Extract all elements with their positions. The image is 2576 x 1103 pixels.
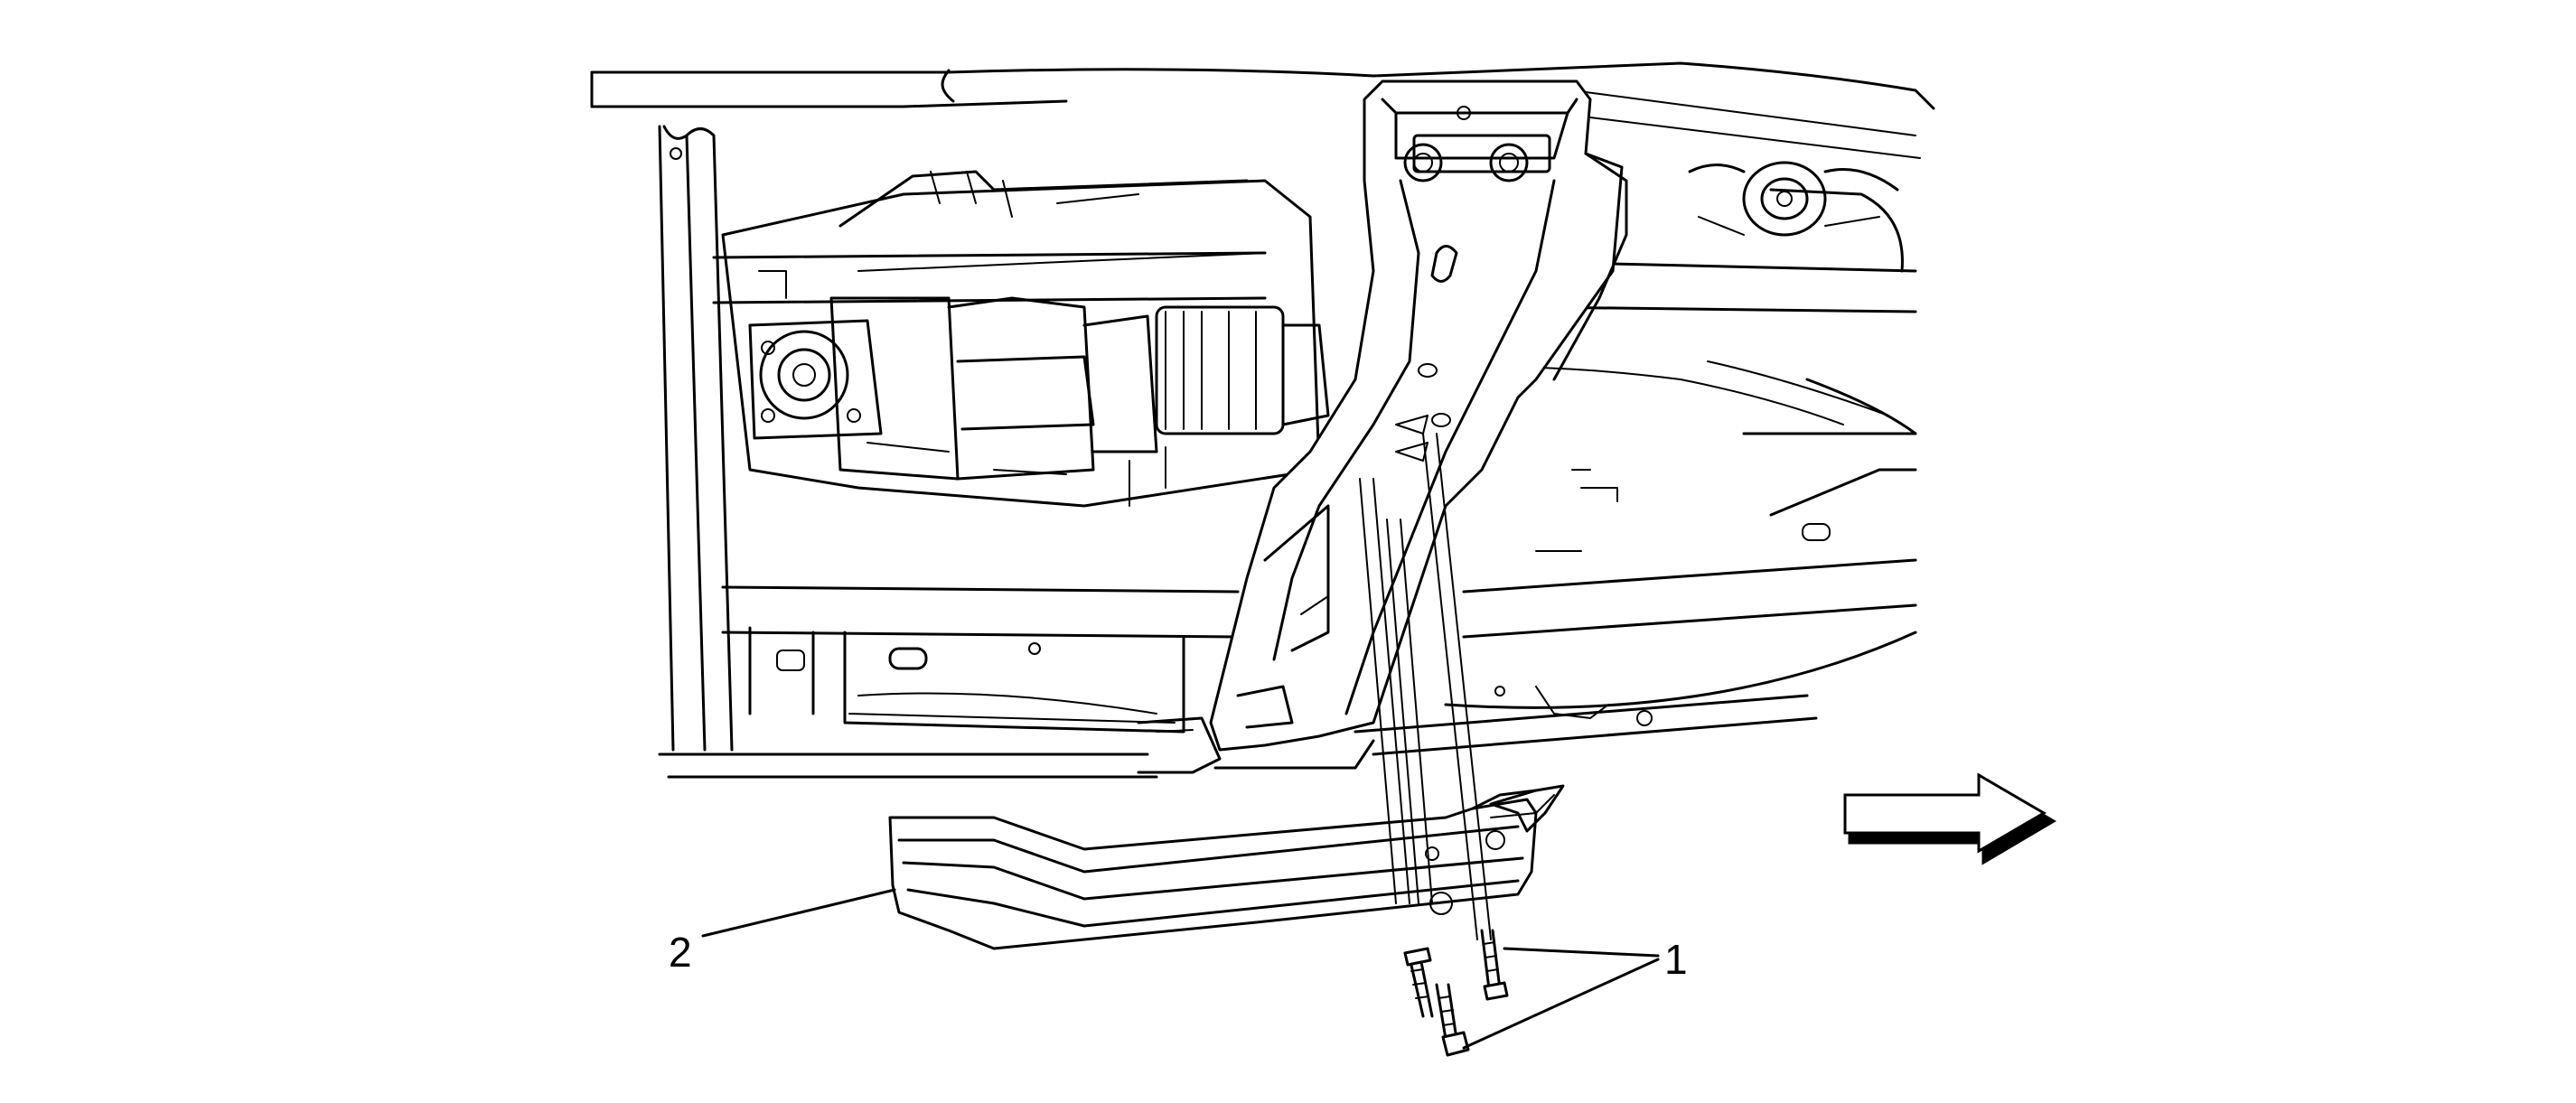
arrow-right-icon [1843, 772, 2056, 865]
crossmember-bracket [1209, 79, 1628, 752]
bolt-1c [1480, 929, 1509, 1001]
bolt-alignment-lines [1359, 433, 1492, 940]
bolt-1b [1435, 983, 1470, 1057]
callout-2: 2 [669, 888, 896, 976]
skid-plate [888, 784, 1565, 950]
transfer-case-assembly [721, 170, 1330, 508]
bracket-foot [1137, 716, 1375, 774]
callout-1-label: 1 [1664, 936, 1688, 983]
bolt-1a [1403, 947, 1434, 1018]
callout-1: 1 [1462, 936, 1688, 1050]
fastener-bolts [1403, 929, 1509, 1057]
callout-2-label: 2 [669, 929, 692, 976]
